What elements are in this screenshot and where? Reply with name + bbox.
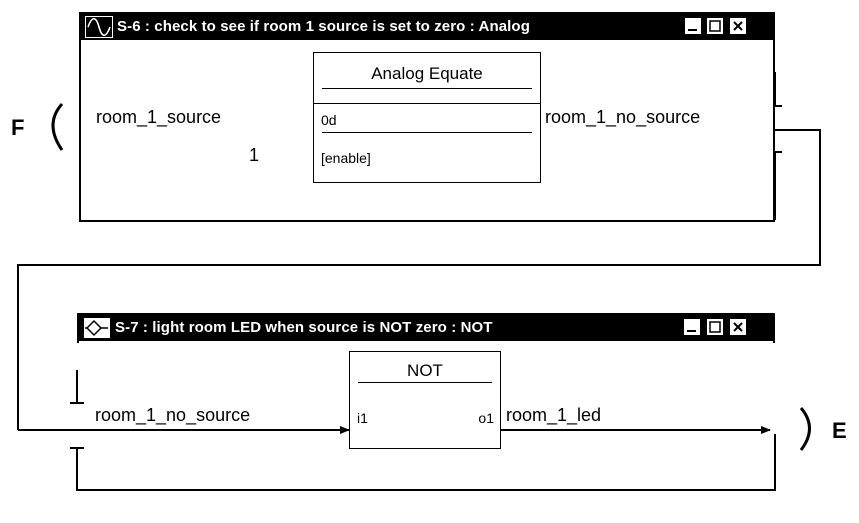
signal-room-1-no-source-out[interactable]: room_1_no_source bbox=[545, 107, 701, 127]
connector-e-label: E bbox=[832, 418, 847, 443]
port-0d[interactable]: 0d bbox=[321, 112, 337, 128]
s6-maximize-button[interactable] bbox=[706, 17, 724, 35]
s7-minimize-button[interactable] bbox=[683, 318, 701, 336]
s7-titlebar[interactable]: S-7 : light room LED when source is NOT … bbox=[79, 315, 773, 341]
minimize-icon bbox=[688, 29, 697, 31]
port-enable[interactable]: [enable] bbox=[321, 150, 371, 166]
sine-wave-icon bbox=[85, 16, 113, 38]
connector-f-bracket bbox=[51, 102, 64, 151]
port-separator bbox=[322, 132, 532, 133]
block-title-underline bbox=[322, 88, 532, 89]
connector-f-label: F bbox=[11, 115, 25, 140]
maximize-icon bbox=[709, 321, 721, 333]
close-icon bbox=[733, 21, 743, 31]
signal-room-1-no-source-in[interactable]: room_1_no_source bbox=[95, 405, 251, 425]
analog-equate-block[interactable]: Analog Equate 0d [enable] bbox=[313, 52, 541, 183]
logic-gate-icon bbox=[83, 317, 111, 339]
maximize-icon bbox=[709, 20, 721, 32]
connector-e-bracket bbox=[799, 407, 811, 451]
s7-window: S-7 : light room LED when source is NOT … bbox=[77, 313, 775, 343]
port-o1[interactable]: o1 bbox=[478, 410, 494, 426]
not-block[interactable]: NOT i1 o1 bbox=[349, 351, 501, 449]
s7-title: S-7 : light room LED when source is NOT … bbox=[115, 319, 493, 336]
signal-room-1-source[interactable]: room_1_source bbox=[96, 107, 222, 127]
s6-minimize-button[interactable] bbox=[684, 17, 702, 35]
not-block-name: NOT bbox=[407, 361, 443, 380]
analog-equate-block-name: Analog Equate bbox=[371, 64, 483, 83]
s6-title: S-6 : check to see if room 1 source is s… bbox=[117, 18, 530, 35]
block-title-underline bbox=[358, 382, 492, 383]
s7-outline-wire bbox=[76, 434, 776, 491]
minimize-icon bbox=[687, 330, 696, 332]
s6-titlebar[interactable]: S-6 : check to see if room 1 source is s… bbox=[81, 14, 773, 40]
s7-maximize-button[interactable] bbox=[706, 318, 724, 336]
port-i1[interactable]: i1 bbox=[357, 410, 368, 426]
s6-close-button[interactable] bbox=[729, 17, 747, 35]
close-icon bbox=[733, 322, 743, 332]
signal-room-1-led[interactable]: room_1_led bbox=[506, 405, 602, 425]
block-header-divider bbox=[314, 103, 540, 104]
signal-enable-value[interactable]: 1 bbox=[249, 145, 260, 165]
s7-close-button[interactable] bbox=[729, 318, 747, 336]
